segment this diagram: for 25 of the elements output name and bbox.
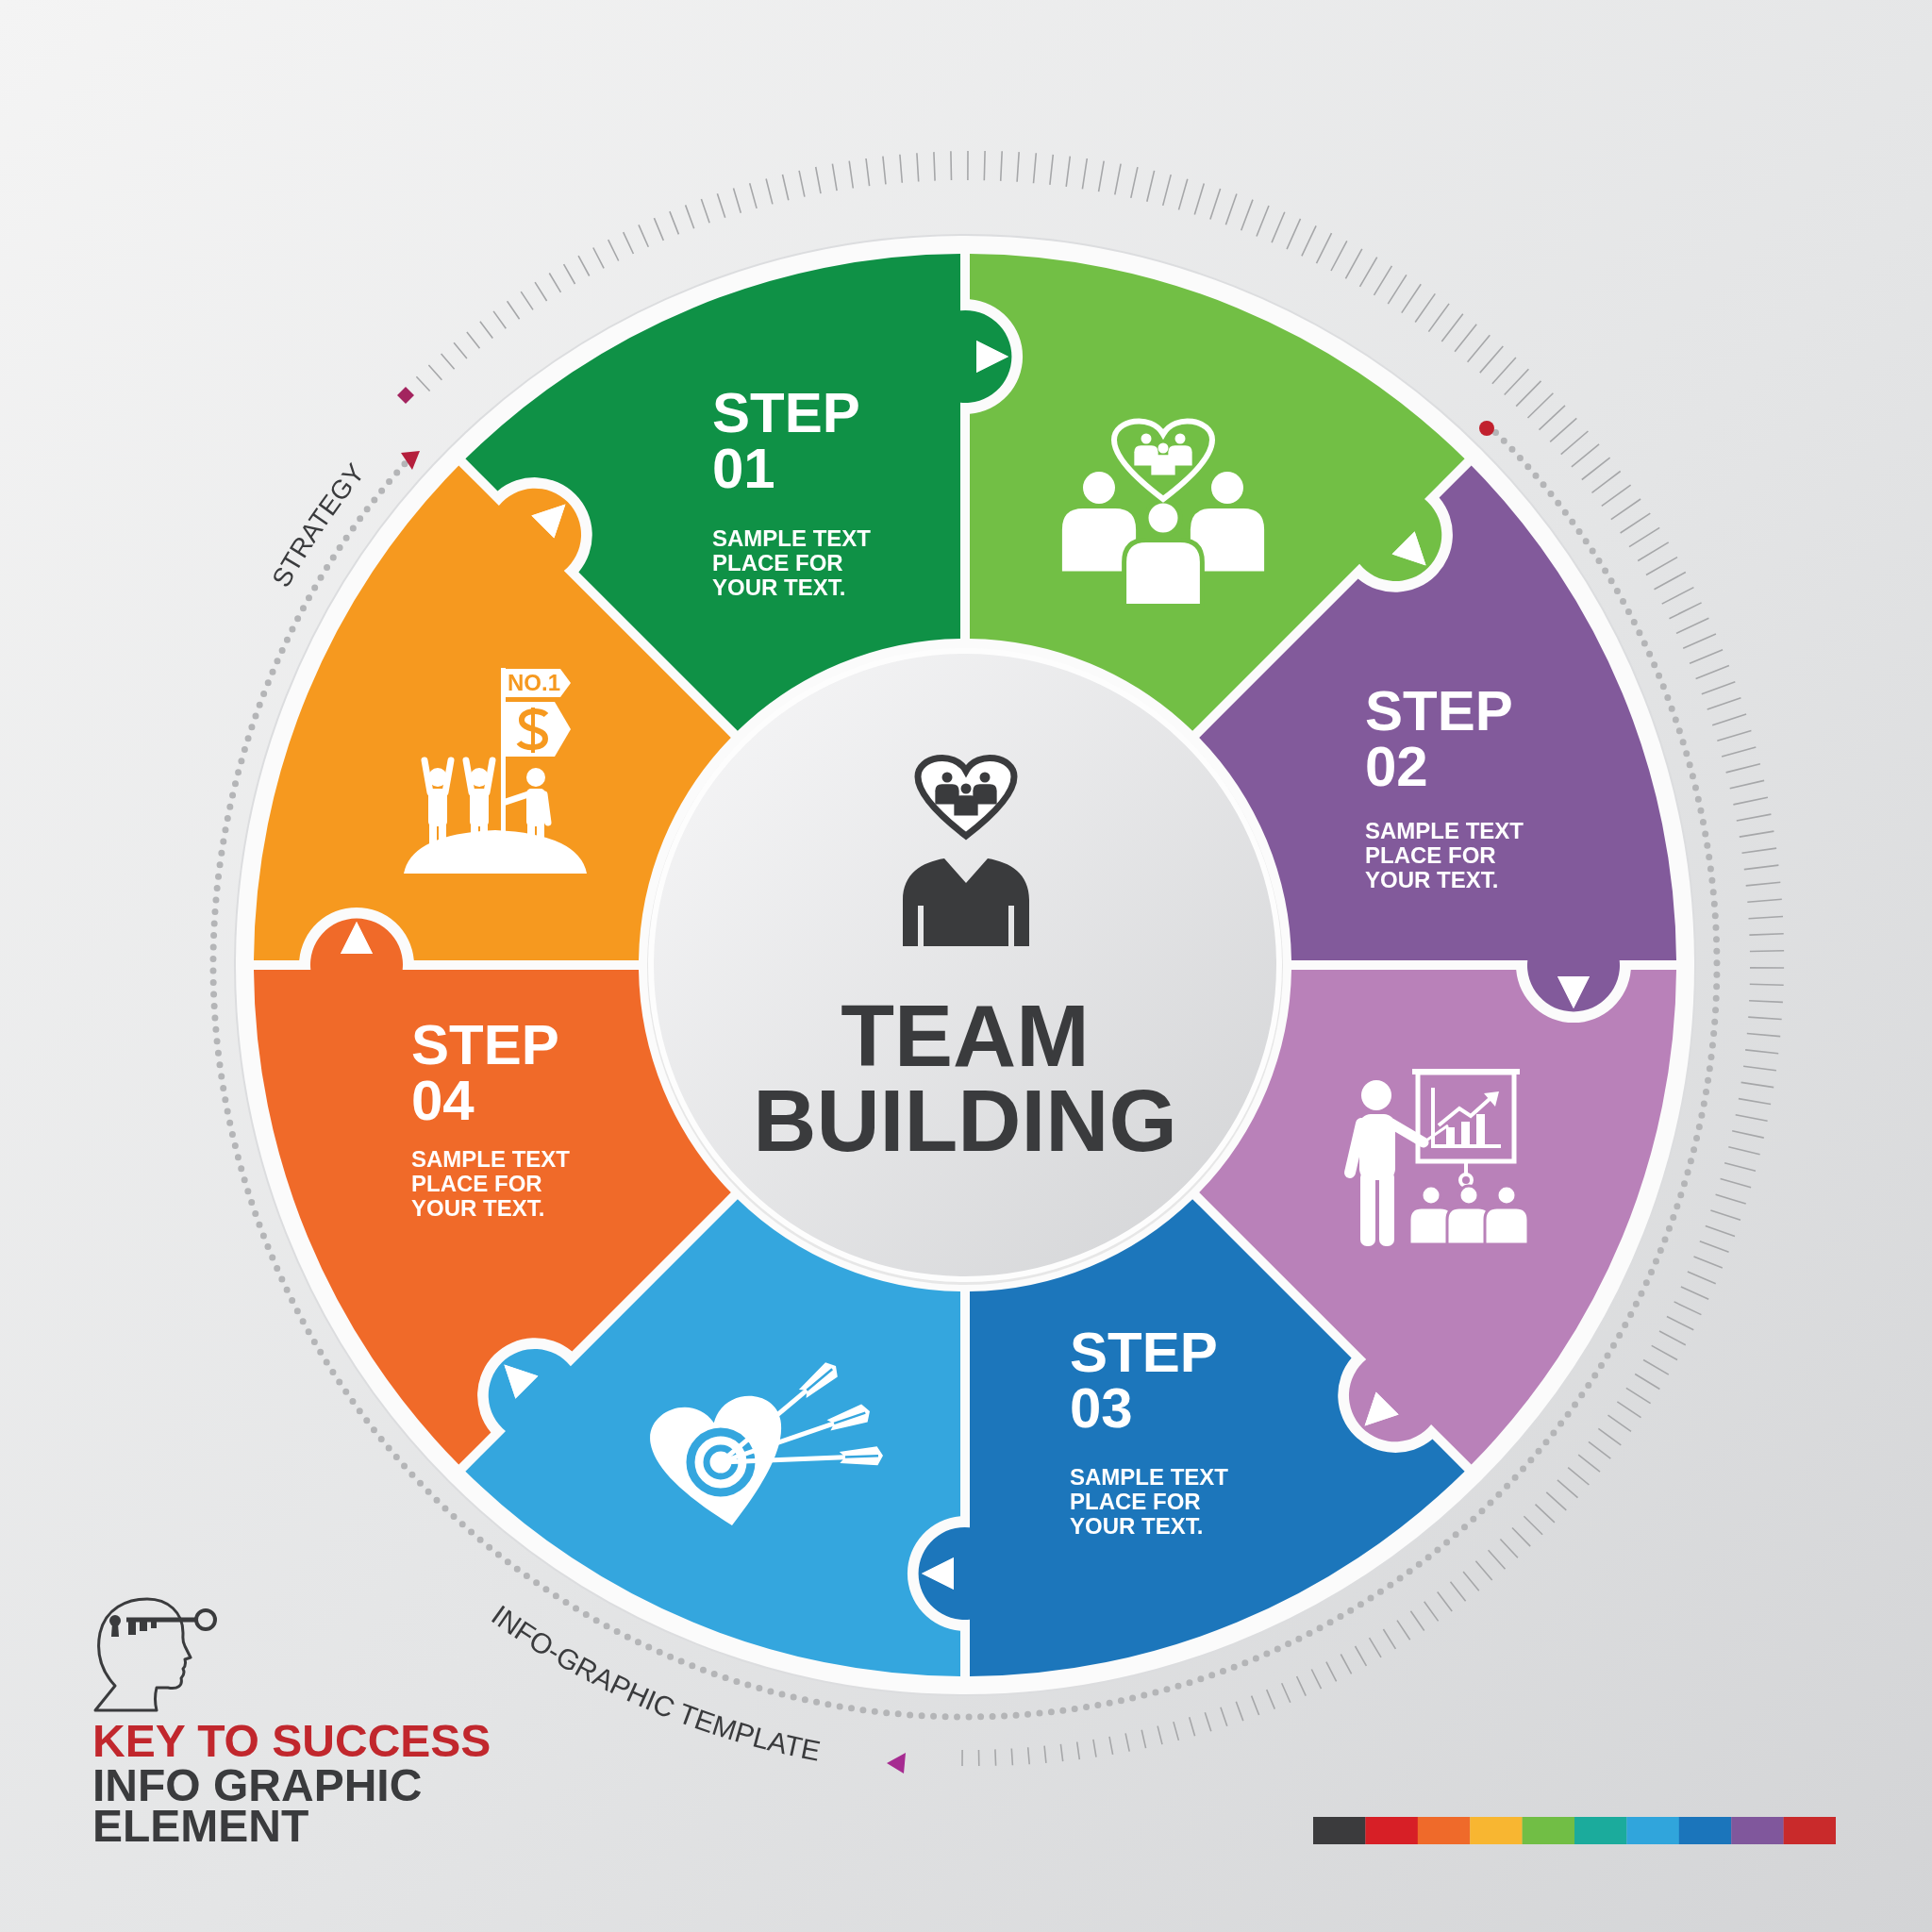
arrow (1391, 531, 1426, 566)
subheadline: INFO GRAPHIC ELEMENT (92, 1765, 424, 1846)
wheel-segment (1198, 464, 1677, 1012)
arrow (531, 504, 566, 539)
flag-text: NO.1 (508, 670, 560, 696)
arrow (922, 1557, 954, 1590)
wheel-segment (464, 253, 1012, 732)
arrow (1364, 1391, 1399, 1426)
arrow (976, 341, 1008, 373)
step-heading: STEP 02 (1365, 683, 1512, 794)
step-heading: STEP 04 (411, 1017, 558, 1128)
headline: KEY TO SUCCESS (92, 1719, 491, 1764)
step-text: SAMPLE TEXT PLACE FOR YOUR TEXT. (1365, 819, 1524, 892)
wheel-segment (918, 1198, 1466, 1677)
center-circle (646, 646, 1284, 1286)
step-text: SAMPLE TEXT PLACE FOR YOUR TEXT. (411, 1147, 571, 1221)
arrow (1557, 976, 1590, 1008)
step-text: SAMPLE TEXT PLACE FOR YOUR TEXT. (712, 526, 872, 600)
step-heading: STEP 01 (712, 385, 859, 496)
step-text: SAMPLE TEXT PLACE FOR YOUR TEXT. (1070, 1465, 1229, 1539)
center-title: TEAM BUILDING (752, 993, 1178, 1163)
wheel-segment (253, 918, 732, 1466)
arrow (341, 922, 373, 954)
step-heading: STEP 03 (1070, 1324, 1217, 1436)
arrow (504, 1364, 539, 1399)
